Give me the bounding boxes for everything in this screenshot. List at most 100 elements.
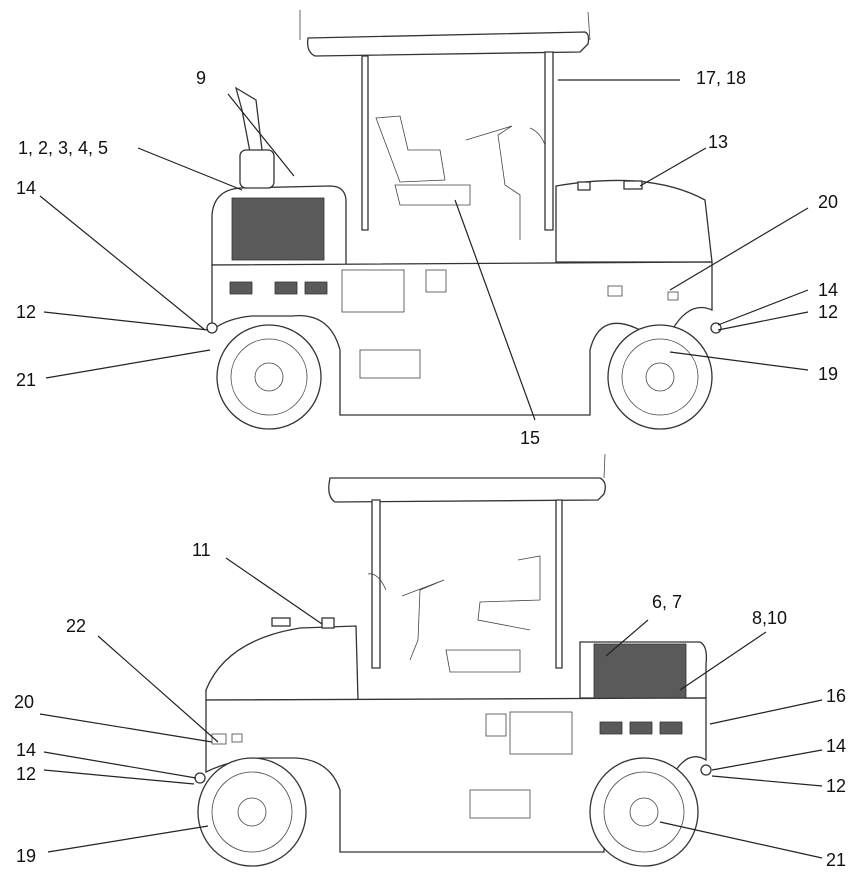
front-light [206, 322, 218, 334]
label-14-left: 14 [16, 178, 36, 198]
label-14-right-b: 14 [826, 736, 846, 756]
engine-grille-2 [593, 643, 687, 703]
label-15: 15 [520, 428, 540, 448]
canopy-post-rear [544, 51, 554, 231]
side-panel-2 [469, 789, 531, 819]
label-14-left-b: 14 [16, 740, 36, 760]
leader-6-7 [605, 619, 649, 657]
canopy-post-front-2 [371, 499, 381, 669]
air-intake [239, 149, 275, 189]
vent-3 [304, 281, 328, 295]
vent-2 [274, 281, 298, 295]
front-rim-2 [211, 771, 293, 853]
canopy-post-front [361, 55, 369, 231]
leader-14-left [39, 195, 206, 331]
vent-6 [659, 721, 683, 735]
canopy-antenna-2 [603, 453, 606, 479]
access-door [341, 269, 405, 313]
leader-11 [225, 557, 323, 625]
rear-rim-2 [603, 771, 685, 853]
rear-rim [621, 338, 699, 416]
label-11: 11 [192, 540, 211, 560]
leader-16 [709, 699, 823, 725]
front-hub [254, 362, 284, 392]
label-12-right: 12 [818, 302, 838, 322]
seat-base-2 [445, 649, 521, 673]
label-22: 22 [66, 616, 86, 636]
vent-4 [599, 721, 623, 735]
label-12-left: 12 [16, 302, 36, 322]
label-12-right-b: 12 [826, 776, 846, 796]
leader-12-left [43, 311, 209, 331]
operator-seat [375, 115, 446, 183]
rear-hub [645, 362, 675, 392]
filler-cap-2 [271, 617, 291, 627]
leader-19-b [47, 825, 209, 853]
label-20: 20 [818, 192, 838, 212]
leader-22 [97, 635, 219, 743]
decal-front-2 [211, 733, 227, 745]
leader-15 [454, 199, 536, 421]
machine-top-view: 9 1, 2, 3, 4, 5 14 12 21 17, 18 13 20 14… [16, 10, 838, 448]
label-21-left: 21 [16, 370, 36, 390]
vent-5 [629, 721, 653, 735]
label-9: 9 [196, 68, 206, 88]
rear-light-2 [700, 764, 712, 776]
engine-grille [231, 197, 325, 261]
leader-21-left [45, 349, 211, 379]
leader-12-left-b [43, 769, 195, 785]
front-hub-2 [237, 797, 267, 827]
steering-column [465, 125, 521, 240]
canopy-roof [307, 31, 590, 57]
leader-21-b [659, 821, 823, 859]
label-16: 16 [826, 686, 846, 706]
machine-bottom-view: 11 22 20 14 12 19 6, 7 8,10 16 14 12 21 [14, 453, 846, 870]
leader-1-5 [137, 147, 243, 191]
access-door-2 [509, 711, 573, 755]
decal-rear [607, 285, 623, 297]
label-14-right: 14 [818, 280, 838, 300]
front-wheel [216, 324, 322, 430]
grab-handle [529, 127, 546, 146]
decal-light [667, 291, 679, 301]
tank-cap [577, 181, 591, 191]
leader-20 [669, 207, 809, 291]
label-13: 13 [708, 132, 728, 152]
tank-cap-2 [321, 617, 335, 629]
filler-cap [623, 180, 643, 190]
main-body [211, 261, 713, 416]
label-19: 19 [818, 364, 838, 384]
label-1-5: 1, 2, 3, 4, 5 [18, 138, 108, 158]
decal-2 [231, 733, 243, 743]
label-19-b: 19 [16, 846, 36, 866]
front-tank-2 [205, 625, 359, 701]
rear-tank [555, 179, 713, 263]
steering-column-2 [401, 579, 445, 661]
leader-14-left-b [43, 751, 197, 779]
panel-window-2 [485, 713, 507, 737]
leader-8-10 [679, 631, 767, 691]
front-rim [230, 338, 308, 416]
canopy-post-rear-2 [555, 499, 563, 669]
front-wheel-2 [197, 757, 307, 867]
leader-14-right [717, 289, 809, 326]
leader-12-right [717, 311, 809, 331]
canopy-antenna [299, 10, 591, 41]
leader-9 [227, 93, 295, 177]
leader-12-right-b [711, 775, 823, 787]
rear-hub-2 [629, 797, 659, 827]
grab-handle-2 [367, 573, 387, 591]
leader-19 [669, 351, 809, 371]
front-light-2 [194, 772, 206, 784]
label-12-left-b: 12 [16, 764, 36, 784]
label-21-b: 21 [826, 850, 846, 870]
panel-window [425, 269, 447, 293]
rear-wheel-2 [589, 757, 699, 867]
canopy-roof-2 [328, 477, 606, 503]
label-8-10: 8,10 [752, 608, 787, 628]
seat-base [394, 184, 471, 206]
side-panel [359, 349, 421, 379]
leader-20-b [39, 713, 213, 743]
